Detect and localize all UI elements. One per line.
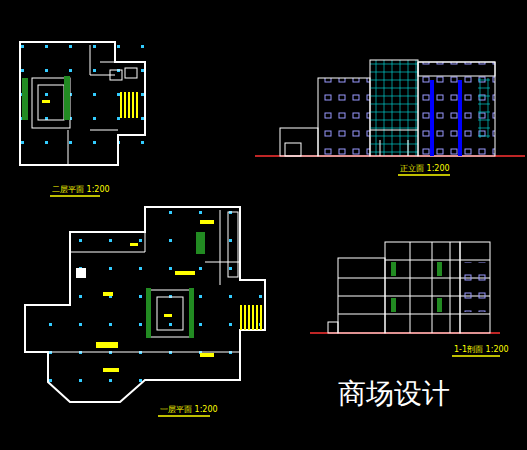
drawing-title: 商场设计	[338, 380, 450, 408]
upper-floor-plan	[20, 42, 145, 165]
front-elevation	[255, 60, 525, 156]
scale-caption: 1-1剖面 1:200	[454, 346, 509, 354]
section	[310, 242, 500, 333]
ground-floor-plan	[25, 207, 265, 402]
scale-caption: 二层平面 1:200	[52, 186, 110, 194]
scale-caption: 一层平面 1:200	[160, 406, 218, 414]
scale-caption: 正立面 1:200	[400, 165, 450, 173]
